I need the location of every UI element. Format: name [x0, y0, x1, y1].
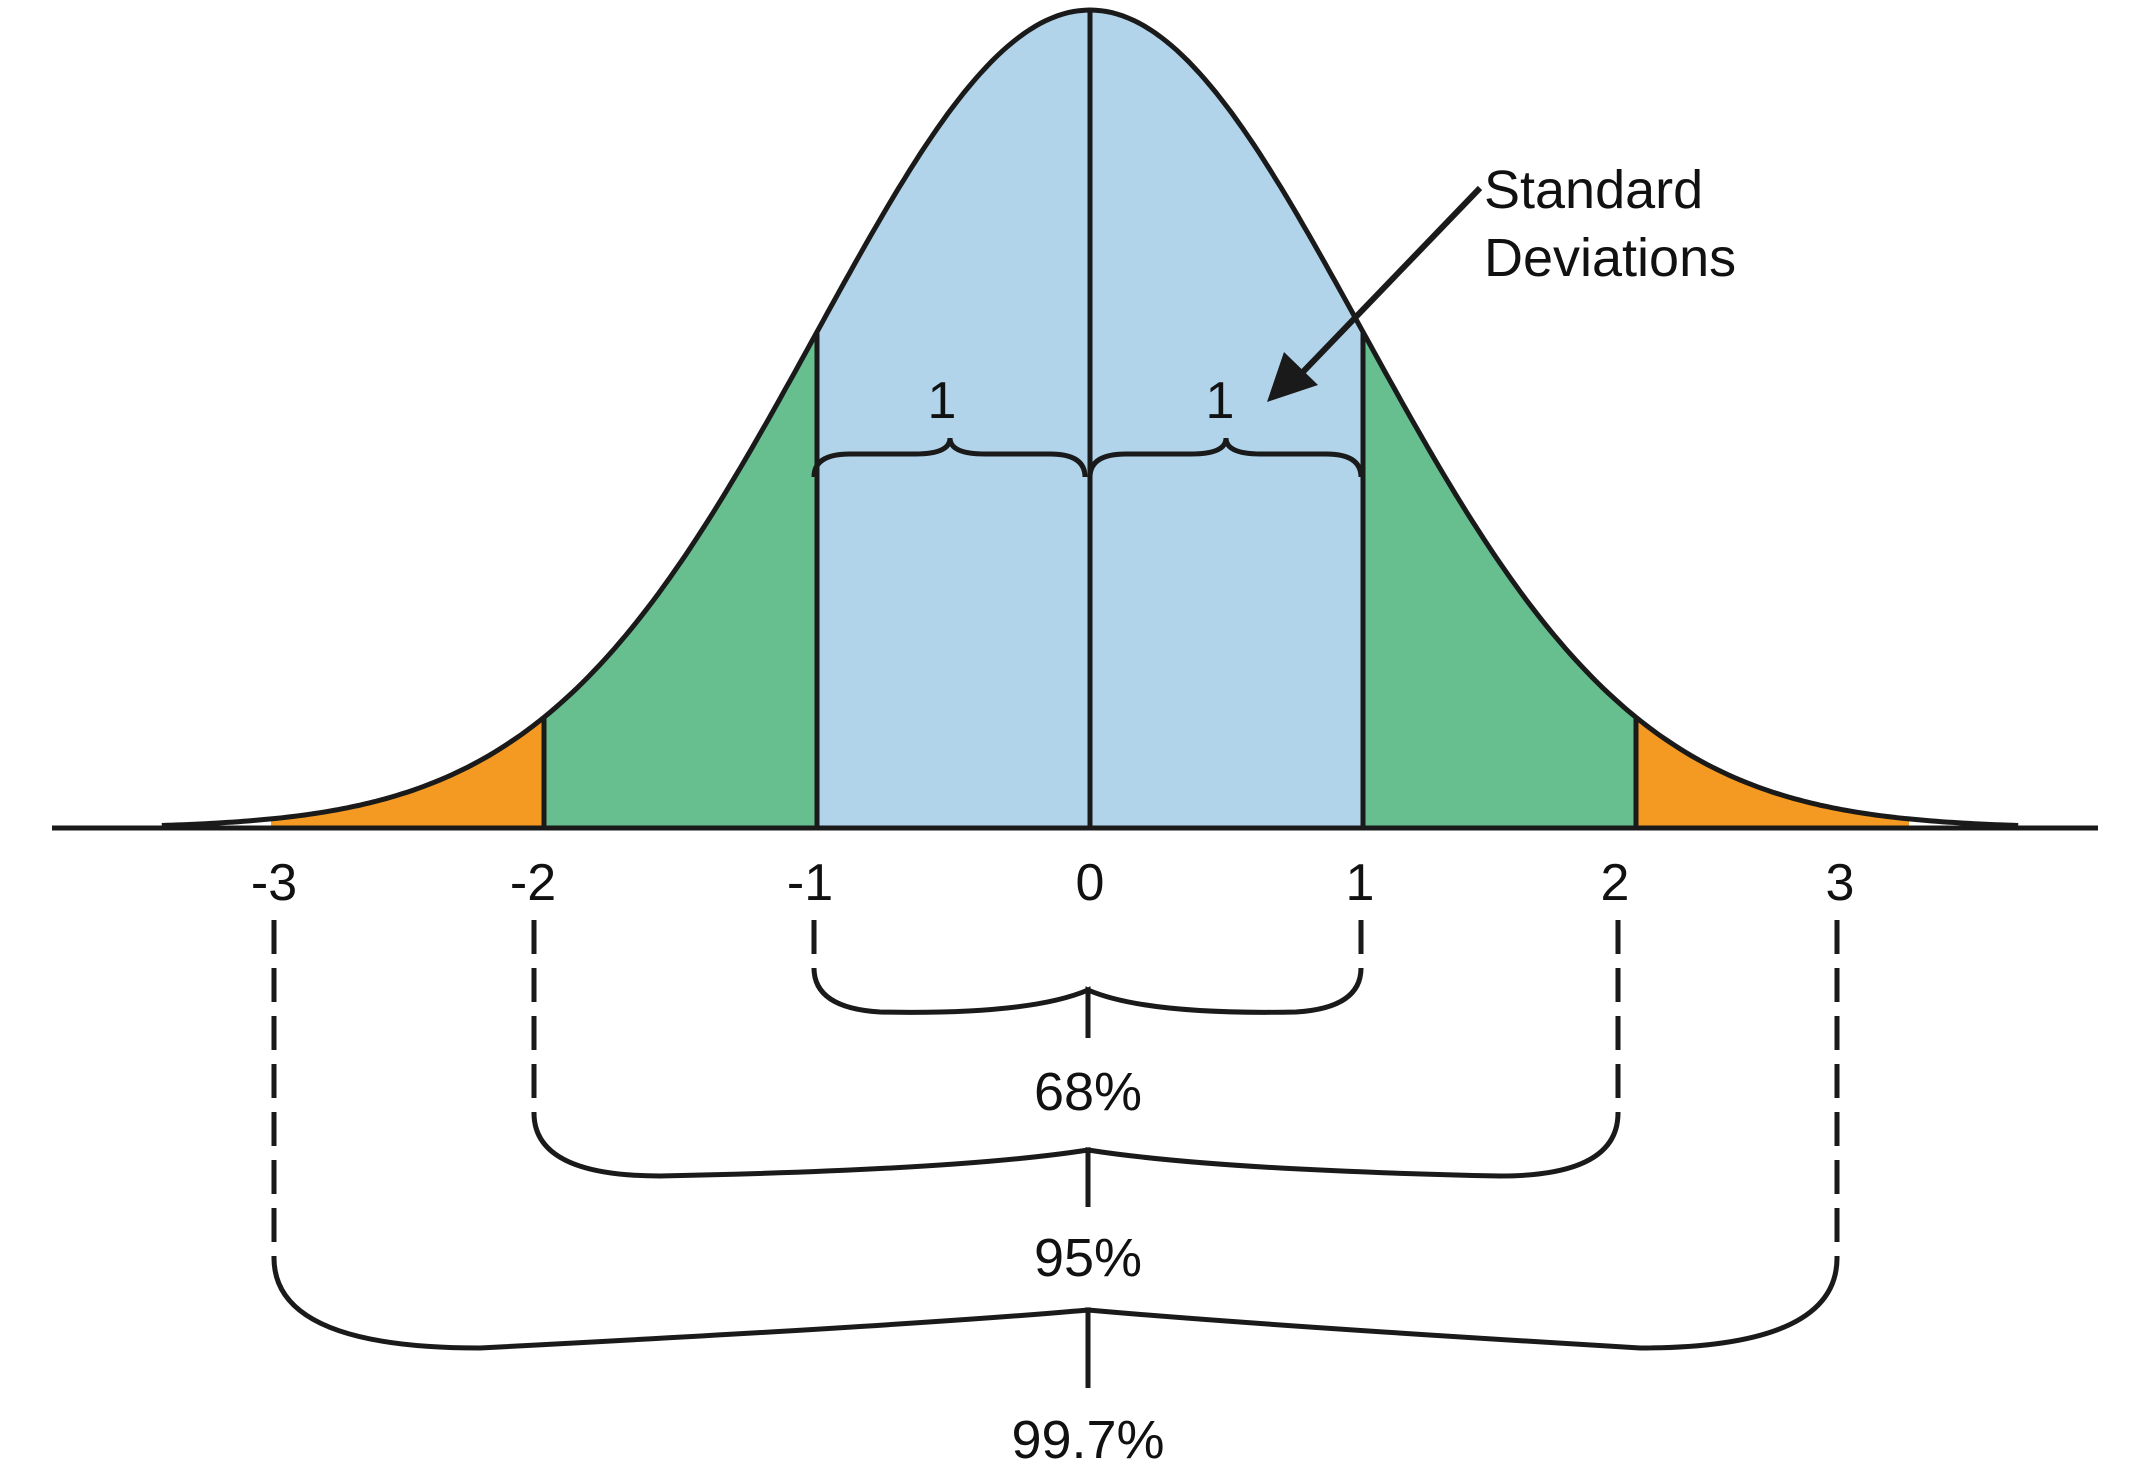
coverage-label-68: 68% [1034, 1062, 1142, 1122]
region-4 [1636, 717, 1909, 828]
tick-label: -2 [510, 854, 556, 912]
coverage-brace-95 [531, 1112, 1621, 1207]
sd-brace-label-left: 1 [928, 372, 957, 430]
coverage-brace-99-7 [271, 1257, 1840, 1388]
tick-label: 1 [1346, 854, 1375, 912]
tick-label: 2 [1601, 854, 1630, 912]
annotation-line-1: Standard [1484, 160, 1703, 220]
tick-label: -1 [787, 854, 833, 912]
coverage-label-99-7: 99.7% [1011, 1410, 1164, 1464]
bell-curve [161, 7, 2019, 828]
coverage-label-95: 95% [1034, 1228, 1142, 1288]
annotation-arrow-shaft [1297, 185, 1483, 378]
annotation-line-2: Deviations [1484, 228, 1736, 288]
x-tick-labels: -3 -2 -1 0 1 2 3 [251, 854, 1855, 912]
sd-brace-label-right: 1 [1206, 372, 1235, 430]
annotation-arrowhead [1267, 352, 1318, 402]
coverage-brace-68 [811, 967, 1364, 1038]
sd-divider-lines [541, 10, 1639, 828]
sd-brace-left [811, 437, 1088, 478]
sd-brace-right [1087, 437, 1364, 478]
tick-label: 0 [1076, 854, 1105, 912]
dashed-guides [271, 920, 1840, 1260]
tick-label: 3 [1826, 854, 1855, 912]
tick-label: -3 [251, 854, 297, 912]
region-0 [271, 717, 544, 828]
